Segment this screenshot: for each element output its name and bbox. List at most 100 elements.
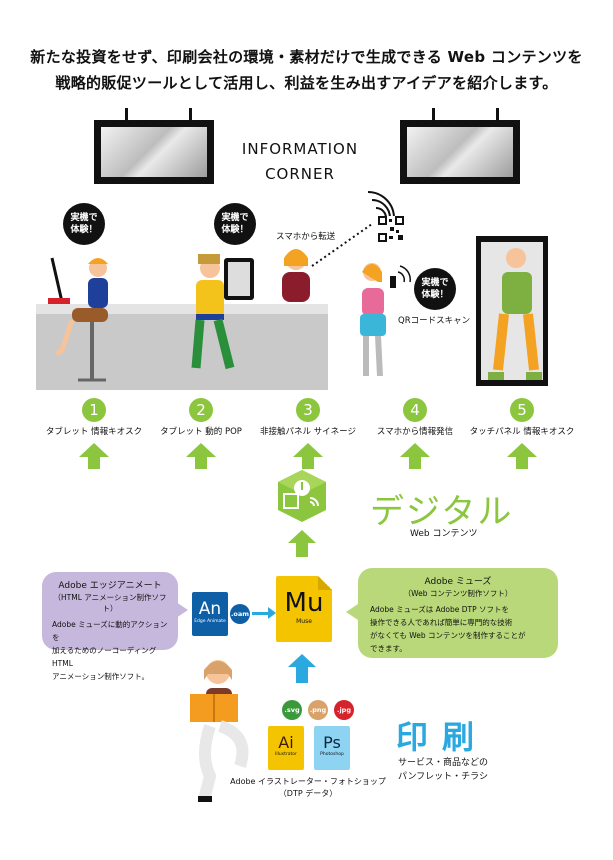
tablet-stand-1 (50, 257, 64, 303)
scene-illustration (48, 191, 548, 386)
edge-body3: アニメーション制作ソフト。 (52, 672, 150, 681)
item-4-label: スマホから情報発信 (376, 427, 454, 437)
item-1-arrow-head (79, 443, 109, 457)
headline-line1: 新たな投資をせず、印刷会社の環境・素材だけで生成できる Web コンテンツを (30, 48, 583, 66)
muse-body2: 操作できる人であれば簡単に専門的な技術 (370, 618, 513, 627)
person3-body (282, 272, 310, 302)
png-badge: .png (308, 700, 328, 720)
item-4: 4 スマホから情報発信 (355, 398, 475, 469)
phone-transfer-label: スマホから転送 (276, 232, 336, 242)
qr-scan-label: QRコードスキャン (398, 316, 471, 326)
item-5: 5 タッチパネル 情報キオスク (462, 398, 582, 469)
person1-body (88, 278, 108, 308)
tv-mount-left2 (189, 108, 192, 122)
arrow-dtp-to-mu-stem (296, 667, 308, 683)
item-2-number: 2 (189, 398, 213, 422)
print-line2: パンフレット・チラシ (398, 772, 489, 782)
svg-badge: .svg (282, 700, 302, 720)
muse-icon-text: Mu (284, 588, 324, 618)
ai-icon-text: Ai (278, 733, 294, 752)
reading-person-illustration (190, 660, 249, 802)
information-corner-sign: INFORMATION CORNER (230, 137, 370, 187)
edge-callout-pointer (176, 602, 188, 618)
item-2: 2 タブレット 動的 POP (141, 398, 261, 469)
person5-body (502, 272, 532, 314)
person2-body (196, 280, 224, 318)
corner-line2: CORNER (265, 165, 335, 183)
item-3-number: 3 (296, 398, 320, 422)
bubble-try-3: 実機で体験！ (414, 268, 456, 310)
headline-line2: 戦略的販促ツールとして活用し、利益を生み出すアイデアを紹介します。 (55, 74, 558, 92)
muse-callout-pointer (346, 604, 358, 620)
dtp-caption: Adobe イラストレーター・フォトショップ （DTP データ） (226, 776, 390, 800)
item-1-label: タブレット 情報キオスク (45, 427, 143, 437)
item-4-arrow-stem (409, 457, 421, 469)
ps-icon-text: Ps (323, 733, 341, 752)
item-5-number: 5 (510, 398, 534, 422)
edge-body2: 加えるためのノーコーディング HTML (52, 646, 157, 668)
tv-mount-right2 (496, 108, 499, 122)
illustrator-icon: Ai Illustrator (268, 726, 304, 770)
item-4-arrow-head (400, 443, 430, 457)
photoshop-icon: Ps Photoshop (314, 726, 350, 770)
dtp-caption-line1: Adobe イラストレーター・フォトショップ (230, 777, 386, 786)
bubble-try-1: 実機で体験！ (63, 203, 105, 245)
arrow-mu-to-web-head (288, 530, 316, 543)
arrow-mu-to-web-stem (296, 543, 308, 557)
item-3-label: 非接触パネル サイネージ (259, 427, 357, 437)
edge-animate-callout: Adobe エッジアニメート （HTML アニメーション制作ソフト） Adobe… (42, 572, 178, 681)
item-1-arrow-stem (88, 457, 100, 469)
edge-subtitle: （HTML アニメーション制作ソフト） (53, 593, 167, 613)
edge-icon-text: An (198, 599, 222, 619)
edge-body1: Adobe ミューズに動的アクションを (52, 620, 168, 642)
print-title: 印刷 (396, 718, 489, 756)
headline: 新たな投資をせず、印刷会社の環境・素材だけで生成できる Web コンテンツを 戦… (0, 44, 613, 96)
item-3-arrow-head (293, 443, 323, 457)
ai-icon-sub: Illustrator (275, 752, 297, 757)
dtp-caption-line2: （DTP データ） (278, 789, 338, 798)
tv-mount-left (125, 108, 128, 122)
item-1: 1 タブレット 情報キオスク (34, 398, 154, 469)
bubble-try-2: 実機で体験！ (214, 203, 256, 245)
item-5-label: タッチパネル 情報キオスク (469, 427, 575, 437)
muse-callout: Adobe ミューズ （Web コンテンツ制作ソフト） Adobe ミューズは … (358, 568, 558, 658)
jpg-badge: .jpg (334, 700, 354, 720)
muse-icon-sub: Muse (296, 618, 312, 625)
bubble1-line1: 実機で (70, 213, 98, 223)
item-2-label: タブレット 動的 POP (160, 427, 242, 437)
corner-line1: INFORMATION (241, 140, 359, 158)
item-5-arrow-head (507, 443, 537, 457)
bubble3-line1: 実機で (421, 278, 449, 288)
item-2-arrow-head (186, 443, 216, 457)
tv-screen-right (400, 120, 520, 184)
muse-body1: Adobe ミューズは Adobe DTP ソフトを (370, 605, 509, 614)
muse-subtitle: （Web コンテンツ制作ソフト） (403, 589, 513, 598)
item-2-arrow-stem (195, 457, 207, 469)
item-1-number: 1 (82, 398, 106, 422)
muse-body4: できます。 (370, 644, 407, 653)
tv-mount-right (432, 108, 435, 122)
print-line1: サービス・商品などの (398, 758, 489, 768)
tablet-base-1 (48, 298, 70, 304)
phone-icon (390, 276, 396, 288)
bubble2-line1: 実機で (221, 213, 249, 223)
edge-title: Adobe エッジアニメート (58, 581, 162, 591)
edge-animate-icon: An Edge Animate (192, 592, 228, 636)
item-4-number: 4 (403, 398, 427, 422)
edge-icon-sub: Edge Animate (194, 619, 226, 624)
print-desc: サービス・商品などの パンフレット・チラシ (398, 756, 488, 784)
qr-code (378, 216, 404, 242)
muse-icon: Mu Muse (276, 576, 332, 642)
bubble3-line2: 体験！ (421, 290, 449, 300)
ps-icon-sub: Photoshop (320, 752, 344, 757)
muse-title: Adobe ミューズ (424, 577, 492, 587)
arrow-dtp-to-mu-head (288, 654, 316, 667)
numbered-items: 1 タブレット 情報キオスク 2 タブレット 動的 POP 3 非接触パネル サ… (34, 398, 594, 469)
muse-body3: がなくても Web コンテンツを制作することが (370, 631, 526, 640)
person4-body (362, 288, 384, 316)
item-3: 3 非接触パネル サイネージ (248, 398, 368, 469)
bubble1-line2: 体験！ (70, 225, 98, 235)
person5-head (506, 248, 526, 268)
digital-subtitle: Web コンテンツ (410, 529, 478, 539)
oam-badge: .oam (230, 604, 250, 624)
